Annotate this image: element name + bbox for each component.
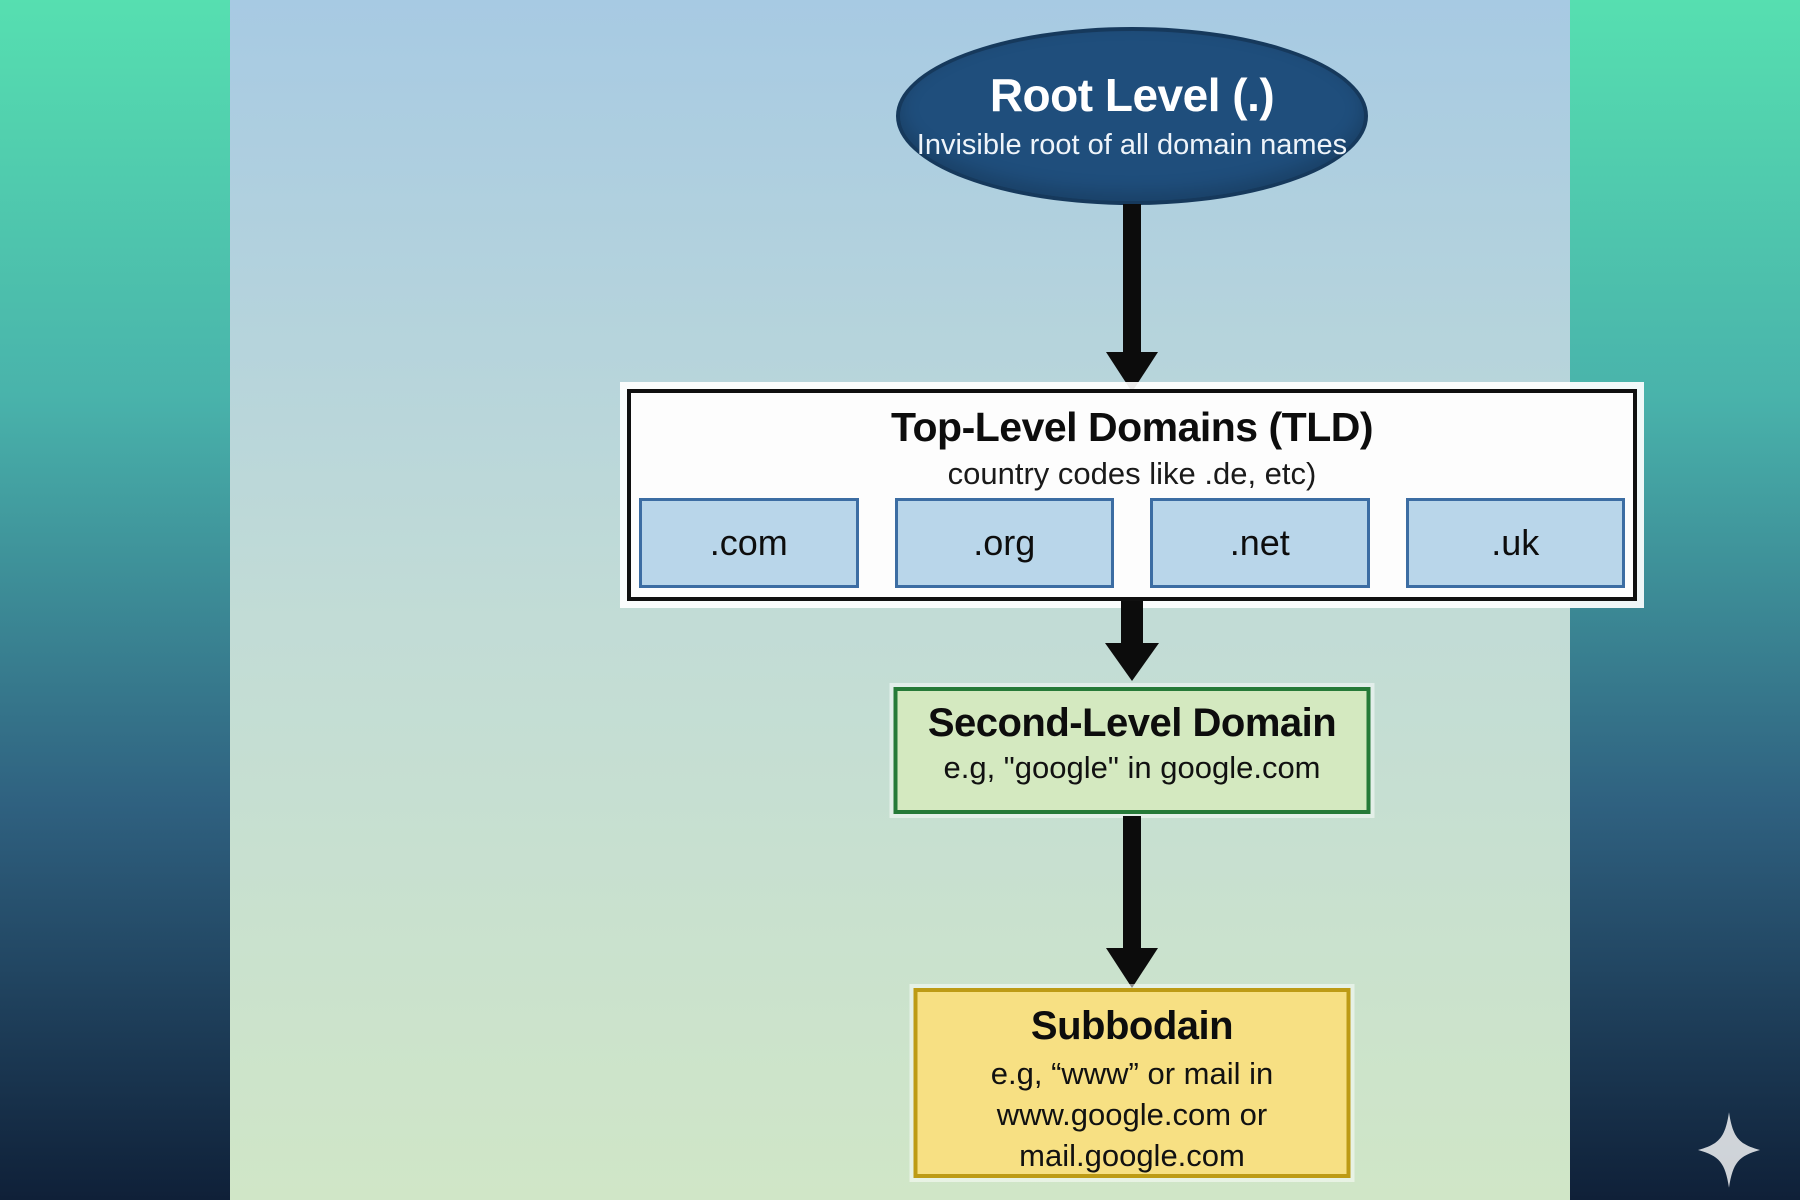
arrow-down-icon xyxy=(1105,601,1159,681)
arrow-down-icon xyxy=(1106,204,1158,392)
subdomain-title: Subbodain xyxy=(1030,1004,1234,1048)
second-level-domain-node: Second-Level Domain e.g, "google" in goo… xyxy=(893,687,1371,814)
subdomain-node: Subbodain e.g, “www” or mail in www.goog… xyxy=(913,988,1351,1178)
tld-item-com: .com xyxy=(639,498,859,588)
subdomain-line: www.google.com or xyxy=(996,1097,1268,1133)
second-level-domain-subtitle: e.g, "google" in google.com xyxy=(943,750,1321,785)
tld-title: Top-Level Domains (TLD) xyxy=(890,404,1374,450)
subdomain-line: mail.google.com xyxy=(1019,1138,1245,1174)
tld-item-org: .org xyxy=(894,498,1114,588)
subdomain-description: e.g, “www” or mail in www.google.com or … xyxy=(918,1053,1347,1177)
root-level-title: Root Level (.) xyxy=(989,69,1275,122)
left-gradient-bar xyxy=(0,0,230,1200)
root-level-subtitle: Invisible root of all domain names xyxy=(916,128,1348,161)
dns-hierarchy-diagram: Root Level (.) Invisible root of all dom… xyxy=(230,0,1760,1200)
tld-item-net: .net xyxy=(1150,498,1370,588)
subdomain-line: e.g, “www” or mail in xyxy=(990,1056,1274,1091)
sparkle-icon xyxy=(1698,1112,1760,1188)
tld-item-uk: .uk xyxy=(1405,498,1625,588)
second-level-domain-title: Second-Level Domain xyxy=(927,701,1337,745)
tld-items-row: .com .org .net .uk xyxy=(639,498,1625,588)
root-level-node: Root Level (.) Invisible root of all dom… xyxy=(896,27,1368,205)
tld-node: Top-Level Domains (TLD) country codes li… xyxy=(627,389,1637,601)
tld-subtitle: country codes like .de, etc) xyxy=(947,456,1317,492)
arrow-down-icon xyxy=(1106,816,1158,988)
